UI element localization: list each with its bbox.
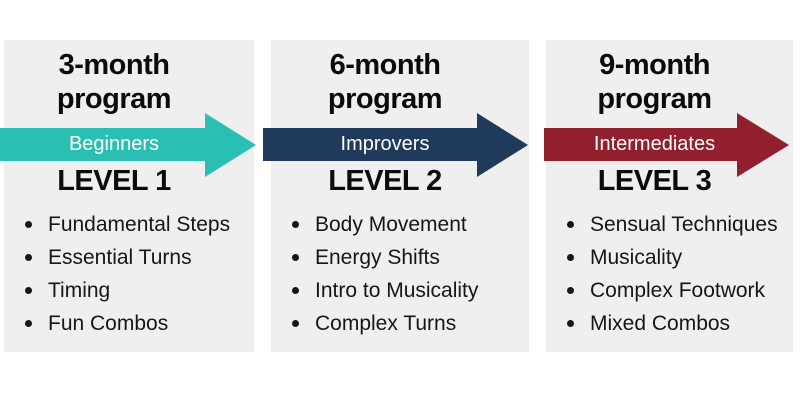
- level-label-3: LEVEL 3: [597, 165, 712, 197]
- program-card-1: 3-month program LEVEL 1 Fundamental Step…: [4, 40, 254, 352]
- bullet-list-1: Fundamental Steps Essential Turns Timing…: [16, 208, 252, 340]
- bullet-item: Fun Combos: [16, 307, 252, 340]
- bullet-item: Musicality: [558, 241, 791, 274]
- bullet-list-3: Sensual Techniques Musicality Complex Fo…: [558, 208, 791, 340]
- right-arrow-icon: [0, 113, 256, 177]
- program-card-3: 9-month program LEVEL 3 Sensual Techniqu…: [546, 40, 793, 352]
- bullet-item: Sensual Techniques: [558, 208, 791, 241]
- card-title-2: 6-month program: [271, 48, 499, 116]
- arrow-audience-label-3: Intermediates: [593, 133, 716, 155]
- right-arrow-icon: [263, 113, 528, 177]
- bullet-item: Complex Footwork: [558, 274, 791, 307]
- card-title-2-line1: 6-month: [329, 49, 441, 81]
- bullet-item: Complex Turns: [283, 307, 527, 340]
- card-title-2-line2: program: [327, 83, 443, 115]
- card-title-1-line1: 3-month: [58, 49, 170, 81]
- bullet-item: Fundamental Steps: [16, 208, 252, 241]
- program-card-2: 6-month program LEVEL 2 Body Movement En…: [271, 40, 529, 352]
- arrow-audience-label-2: Improvers: [340, 133, 430, 155]
- card-title-3-line2: program: [597, 83, 712, 115]
- bullet-item: Timing: [16, 274, 252, 307]
- level-label-1: LEVEL 1: [57, 165, 171, 197]
- bullet-item: Essential Turns: [16, 241, 252, 274]
- bullet-item: Energy Shifts: [283, 241, 527, 274]
- progress-arrow-3: Intermediates: [544, 113, 789, 177]
- right-arrow-icon: [544, 113, 789, 177]
- progress-arrow-2: Improvers: [263, 113, 528, 177]
- card-title-1-line2: program: [56, 83, 172, 115]
- bullet-item: Body Movement: [283, 208, 527, 241]
- bullet-item: Mixed Combos: [558, 307, 791, 340]
- card-title-1: 3-month program: [4, 48, 224, 116]
- level-label-2: LEVEL 2: [328, 165, 442, 197]
- arrow-audience-label-1: Beginners: [68, 133, 160, 155]
- bullet-item: Intro to Musicality: [283, 274, 527, 307]
- bullet-list-2: Body Movement Energy Shifts Intro to Mus…: [283, 208, 527, 340]
- card-title-3: 9-month program: [546, 48, 763, 116]
- progress-arrow-1: Beginners: [0, 113, 256, 177]
- card-title-3-line1: 9-month: [599, 49, 710, 81]
